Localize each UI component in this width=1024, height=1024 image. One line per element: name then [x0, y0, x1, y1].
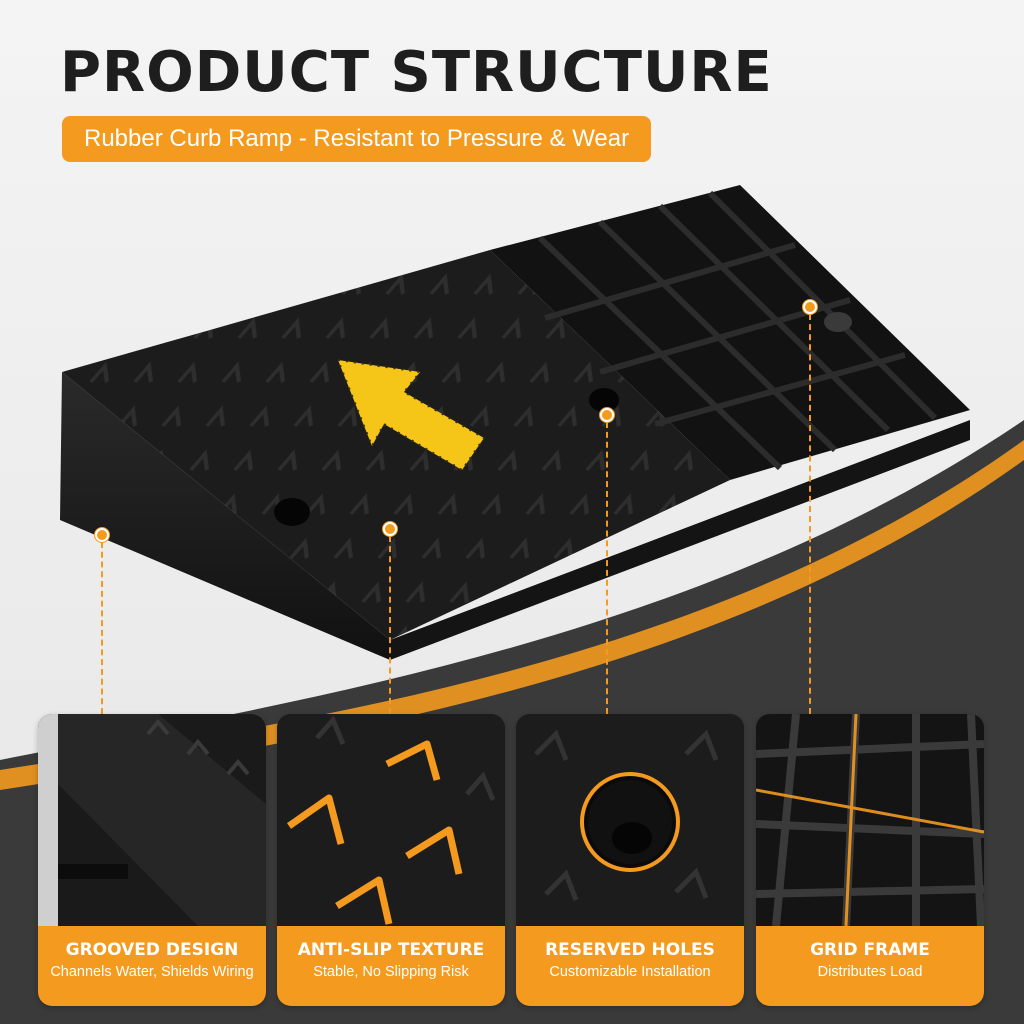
mounting-hole-left — [274, 498, 310, 526]
feature-title: GROOVED DESIGN — [65, 940, 239, 960]
ramp-side-face — [60, 372, 390, 660]
callout-line-holes — [606, 422, 608, 714]
callout-line-grooved — [101, 542, 103, 714]
grooved-edge-icon — [38, 714, 266, 926]
callout-line-grid — [809, 314, 811, 714]
yellow-arrow-icon — [338, 360, 484, 470]
mounting-hole-grid — [824, 312, 852, 332]
feature-title: RESERVED HOLES — [545, 940, 715, 960]
grid-frame-icon — [756, 714, 984, 926]
feature-description: Distributes Load — [817, 964, 923, 980]
feature-description: Channels Water, Shields Wiring — [50, 964, 254, 980]
reserved-hole-icon — [516, 714, 744, 926]
callout-dot-holes — [600, 408, 614, 422]
feature-card-grooved-design: GROOVED DESIGN Channels Water, Shields W… — [38, 714, 266, 1006]
feature-caption: GROOVED DESIGN Channels Water, Shields W… — [38, 926, 266, 1006]
feature-title: ANTI-SLIP TEXTURE — [297, 940, 485, 960]
callout-line-texture — [389, 536, 391, 714]
anti-slip-chevron-icon — [277, 714, 505, 926]
callout-dot-grid — [803, 300, 817, 314]
feature-caption: ANTI-SLIP TEXTURE Stable, No Slipping Ri… — [277, 926, 505, 1006]
feature-caption: GRID FRAME Distributes Load — [756, 926, 984, 1006]
callout-dot-grooved — [95, 528, 109, 542]
subtitle-badge: Rubber Curb Ramp - Resistant to Pressure… — [62, 116, 652, 162]
callout-dot-texture — [383, 522, 397, 536]
feature-title: GRID FRAME — [810, 940, 930, 960]
feature-description: Customizable Installation — [549, 964, 711, 980]
ramp-slope-surface — [62, 250, 730, 640]
feature-caption: RESERVED HOLES Customizable Installation — [516, 926, 744, 1006]
feature-card-reserved-holes: RESERVED HOLES Customizable Installation — [516, 714, 744, 1006]
page-title: PRODUCT STRUCTURE — [60, 40, 773, 105]
mounting-hole-middle — [589, 388, 619, 412]
feature-description: Stable, No Slipping Risk — [313, 964, 469, 980]
feature-card-grid-frame: GRID FRAME Distributes Load — [756, 714, 984, 1006]
feature-card-anti-slip-texture: ANTI-SLIP TEXTURE Stable, No Slipping Ri… — [277, 714, 505, 1006]
